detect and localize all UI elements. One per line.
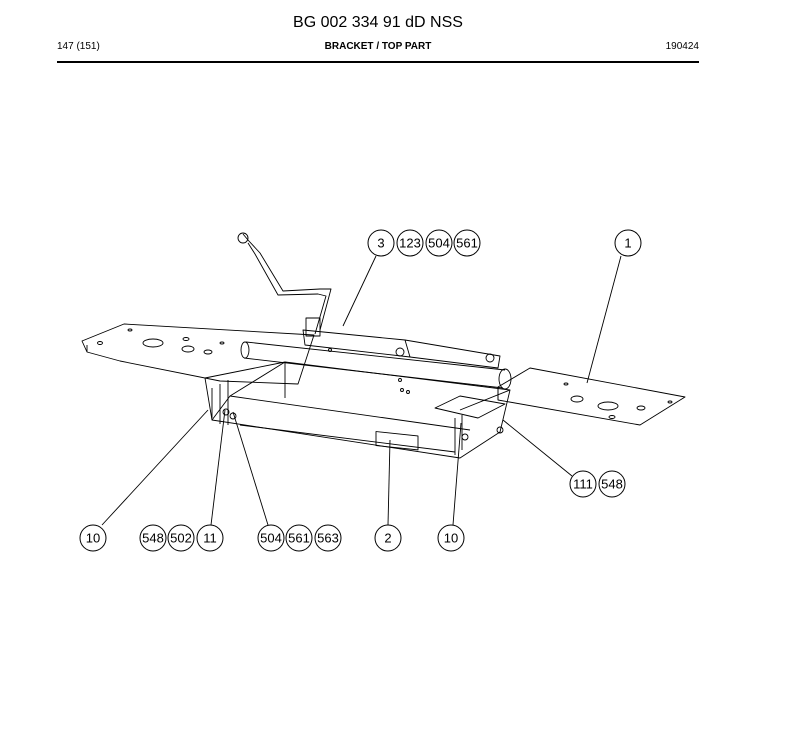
callout-label: 548 (601, 477, 623, 492)
callout-label: 3 (377, 236, 384, 251)
callout-label: 504 (260, 531, 282, 546)
callout-3: 3 (367, 229, 395, 257)
callout-label: 1 (624, 236, 631, 251)
page-number: 147 (151) (57, 41, 100, 52)
part-name: BRACKET / TOP PART (324, 41, 432, 52)
callout-10: 10 (437, 524, 465, 552)
callout-label: 548 (142, 531, 164, 546)
callout-123: 123 (396, 229, 424, 257)
leader-1 (586, 255, 622, 384)
callout-1: 1 (614, 229, 642, 257)
leader-11 (210, 409, 226, 526)
callout-label: 123 (399, 236, 421, 251)
callout-label: 10 (444, 531, 458, 546)
leader-504-lower (232, 411, 269, 526)
callout-548: 548 (139, 524, 167, 552)
callout-561: 561 (285, 524, 313, 552)
callout-label: 111 (573, 477, 593, 492)
leader-10-right (452, 422, 462, 526)
bracket-assembly (81, 232, 686, 459)
leader-111 (502, 419, 573, 477)
callout-label: 2 (384, 531, 391, 546)
leader-3 (342, 255, 377, 327)
callout-502: 502 (167, 524, 195, 552)
callout-548: 548 (598, 470, 626, 498)
callout-label: 563 (317, 531, 339, 546)
callout-11: 11 (196, 524, 224, 552)
leader-10-left (101, 409, 209, 526)
leader-2 (387, 439, 391, 526)
callout-label: 11 (203, 531, 217, 546)
callout-504: 504 (425, 229, 453, 257)
callout-group: 3 123 504 561 1 111 548 10 548 502 11 50… (79, 229, 642, 552)
leader-lines (101, 255, 622, 526)
callout-label: 10 (86, 531, 100, 546)
date-code: 190424 (665, 41, 699, 52)
callout-111: 111 (569, 470, 597, 498)
callout-504: 504 (257, 524, 285, 552)
callout-2: 2 (374, 524, 402, 552)
callout-label: 561 (288, 531, 310, 546)
callout-label: 504 (428, 236, 450, 251)
callout-label: 502 (170, 531, 192, 546)
callout-561: 561 (453, 229, 481, 257)
callout-10: 10 (79, 524, 107, 552)
callout-label: 561 (456, 236, 478, 251)
document-title: BG 002 334 91 dD NSS (293, 14, 463, 31)
header-rule (57, 61, 699, 63)
callout-563: 563 (314, 524, 342, 552)
